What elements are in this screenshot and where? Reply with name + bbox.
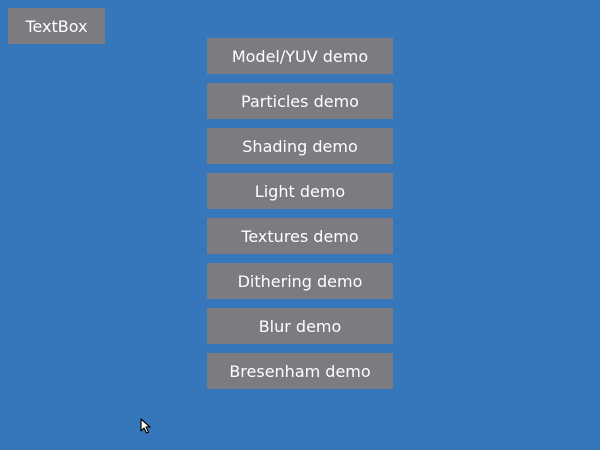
textures-demo-button[interactable]: Textures demo bbox=[207, 218, 393, 254]
dithering-demo-button[interactable]: Dithering demo bbox=[207, 263, 393, 299]
textbox-button[interactable]: TextBox bbox=[8, 8, 105, 44]
particles-demo-button[interactable]: Particles demo bbox=[207, 83, 393, 119]
shading-demo-button[interactable]: Shading demo bbox=[207, 128, 393, 164]
model-yuv-demo-button[interactable]: Model/YUV demo bbox=[207, 38, 393, 74]
light-demo-button[interactable]: Light demo bbox=[207, 173, 393, 209]
bresenham-demo-button[interactable]: Bresenham demo bbox=[207, 353, 393, 389]
mouse-pointer-icon bbox=[140, 418, 152, 434]
blur-demo-button[interactable]: Blur demo bbox=[207, 308, 393, 344]
